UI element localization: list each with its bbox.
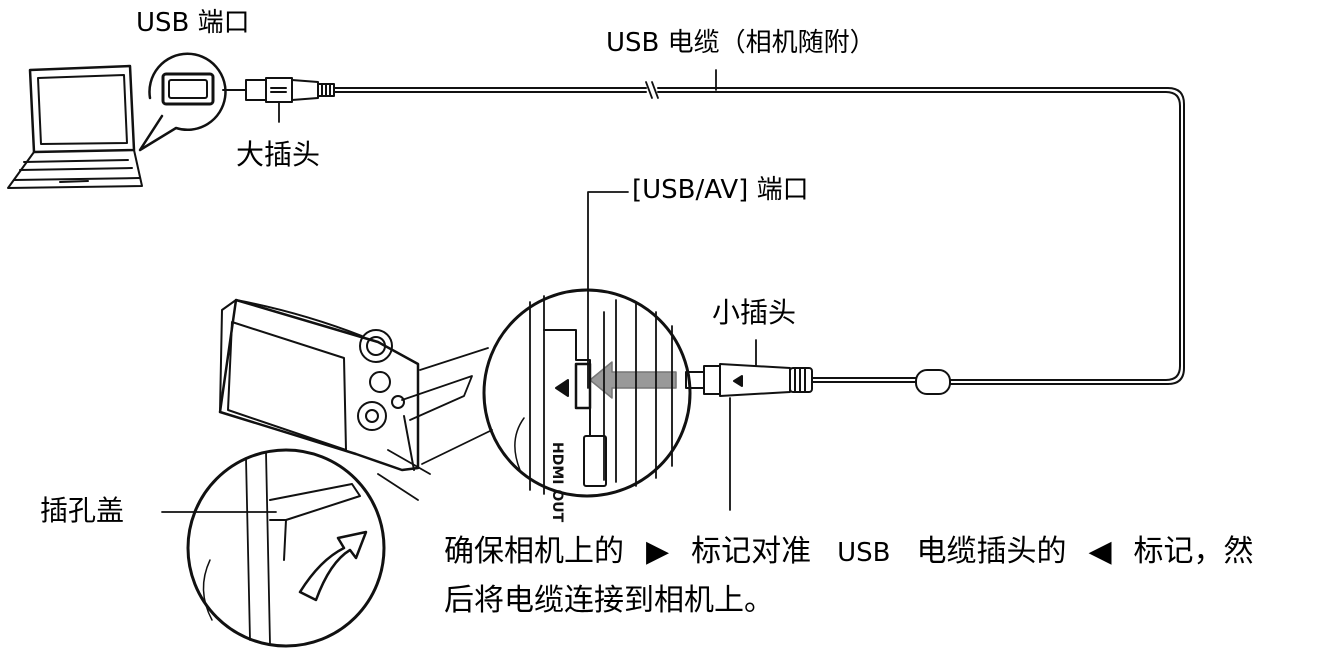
laptop-icon: [7, 64, 143, 189]
camera-icon: [218, 298, 473, 472]
usb-cable-line: [333, 69, 1185, 395]
camera-port-zoom-icon: [482, 288, 692, 498]
instruction-usb: USB: [837, 538, 891, 568]
usb-cable-label: USB 电缆（相机随附）: [606, 28, 876, 58]
usb-av-port-label: [USB/AV] 端口: [632, 175, 809, 205]
large-plug-label: 大插头: [236, 138, 321, 171]
small-plug-label: 小插头: [712, 296, 797, 329]
instruction-text-3: 电缆插头的: [916, 534, 1067, 569]
instruction-line-2: 后将电缆连接到相机上。: [444, 583, 774, 618]
left-triangle-mark-icon: ◀: [1088, 534, 1112, 569]
usb-port-zoom-icon: [138, 52, 227, 152]
cover-label: 插孔盖: [40, 494, 125, 527]
usb-av-port-leader: [587, 191, 629, 389]
connection-instruction: 确保相机上的 ▶ 标记对准 USB 电缆插头的 ◀ 标记，然 后将电缆连接到相机上。: [444, 528, 1334, 625]
cover-zoom-icon: [186, 448, 386, 648]
cover-zoom-connector-lines: [377, 449, 431, 501]
insert-arrow-icon: [589, 361, 677, 399]
hdmi-out-label: HDMI OUT: [549, 442, 565, 523]
large-plug-icon: [222, 77, 335, 123]
instruction-text-2: 标记对准: [691, 534, 812, 569]
right-triangle-mark-icon: ▶: [646, 534, 670, 569]
instruction-text-1: 确保相机上的: [444, 534, 624, 569]
small-plug-icon: [685, 339, 813, 511]
zoom-connector-lines: [419, 347, 493, 465]
instruction-text-4: 标记，然: [1133, 534, 1254, 569]
instruction-line-1: 确保相机上的 ▶ 标记对准 USB 电缆插头的 ◀ 标记，然: [444, 528, 1334, 577]
usb-port-label: USB 端口: [136, 8, 250, 38]
